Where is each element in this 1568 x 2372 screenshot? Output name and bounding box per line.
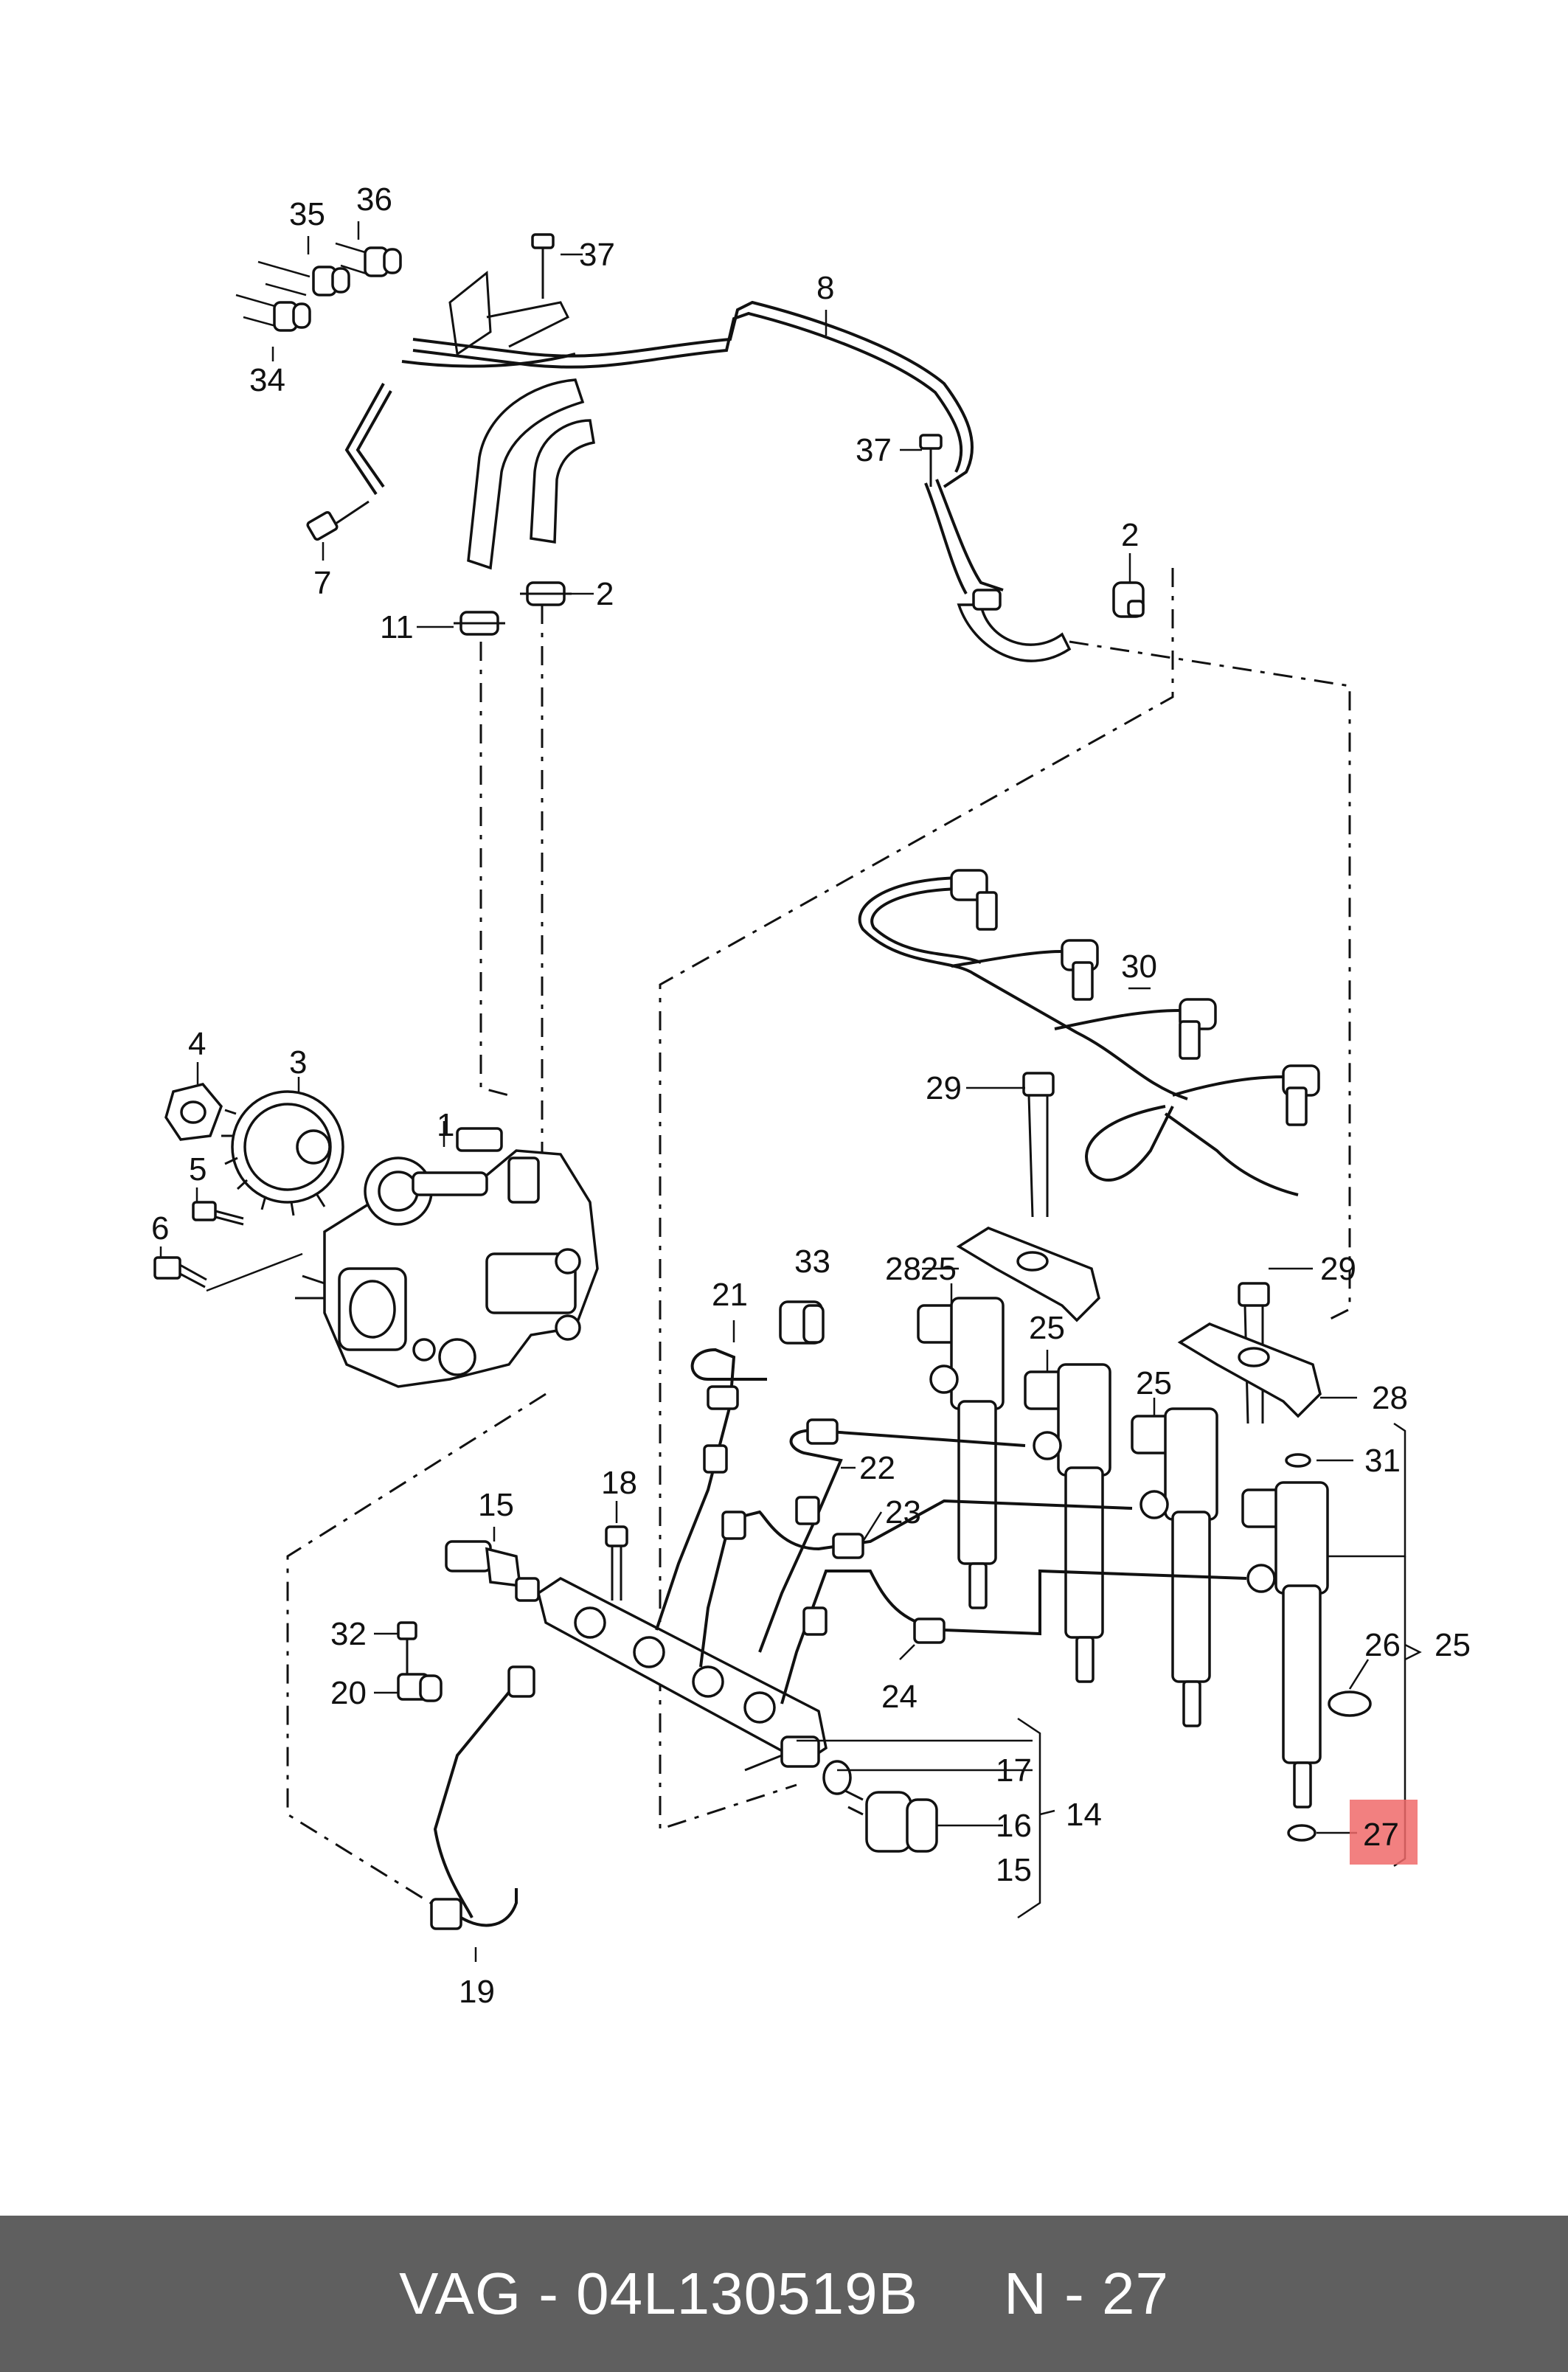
callout-17: 17 (996, 1752, 1032, 1789)
callout-16: 16 (996, 1808, 1032, 1844)
injector-1 (917, 1297, 1005, 1609)
pressure-valve-16 (840, 1787, 938, 1853)
injector-4 (1241, 1481, 1329, 1809)
leak-off-connector-4 (1282, 1064, 1320, 1126)
callout-25: 25 (1435, 1627, 1471, 1663)
fuel-rail-group (374, 1320, 1247, 1962)
hp-line-19 (433, 1673, 525, 1918)
clamp-11 (454, 611, 505, 636)
callout-34: 34 (249, 362, 285, 398)
callout-5: 5 (189, 1151, 207, 1187)
highlight-27 (1350, 1800, 1418, 1865)
callout-25: 25 (1136, 1365, 1172, 1401)
bolt-37-mid (919, 434, 943, 487)
callout-15: 15 (478, 1487, 514, 1523)
callout-24: 24 (881, 1679, 917, 1715)
callout-6: 6 (151, 1210, 169, 1246)
callout-22: 22 (859, 1450, 895, 1486)
exploded-parts-diagram: 1 2 2 3 4 5 6 7 8 11 14 15 15 16 17 18 1… (151, 181, 1471, 2010)
callout-37: 37 (856, 432, 892, 468)
return-line-assembly (235, 221, 1145, 662)
leak-off-connector-3 (1179, 998, 1217, 1060)
callout-1: 1 (437, 1107, 454, 1143)
leak-off-connector-1 (950, 869, 998, 931)
callout-31: 31 (1364, 1443, 1401, 1479)
callout-35: 35 (289, 196, 325, 232)
high-pressure-pump-group (153, 1062, 599, 1388)
gear-3 (221, 1090, 344, 1216)
return-line-8 (412, 300, 974, 488)
pressure-sensor-15 (445, 1540, 540, 1602)
part-number-label: VAG - 04L130519B N - 27 (399, 2261, 1169, 2326)
callout-19: 19 (459, 1974, 495, 2010)
callout-labels: 1 2 2 3 4 5 6 7 8 11 14 15 15 16 17 18 1… (151, 181, 1471, 2010)
callout-14: 14 (1066, 1797, 1102, 1833)
callout-7: 7 (313, 565, 331, 601)
injectors (917, 1283, 1422, 1868)
clamp-28-left (922, 1227, 1100, 1322)
callout-29: 29 (926, 1070, 962, 1106)
injector-3 (1131, 1407, 1218, 1727)
clamp-2-left (520, 581, 572, 606)
bolt-32 (397, 1621, 417, 1674)
clamping-pieces (922, 1072, 1357, 1424)
callout-33: 33 (794, 1244, 830, 1280)
callout-2: 2 (1121, 517, 1139, 553)
clamp-2-right (1112, 581, 1145, 618)
hose-right (957, 589, 1072, 662)
callout-29: 29 (1320, 1251, 1356, 1287)
bracket (448, 271, 492, 356)
callout-25: 25 (1029, 1310, 1065, 1346)
footer-bar: VAG - 04L130519B N - 27 (0, 2216, 1568, 2372)
callout-30: 30 (1121, 949, 1157, 985)
callout-36: 36 (356, 181, 392, 218)
callout-28: 28 (885, 1251, 921, 1287)
callout-11: 11 (380, 609, 414, 645)
bolt-6 (153, 1252, 303, 1292)
bolt-37-top (531, 233, 555, 299)
bolt-18 (605, 1501, 628, 1601)
leak-off-connector-2 (1061, 939, 1099, 1001)
callout-32: 32 (330, 1616, 367, 1652)
callout-28: 28 (1372, 1380, 1408, 1416)
callout-37: 37 (579, 237, 615, 273)
o-ring-26 (1328, 1659, 1372, 1717)
callout-26: 26 (1364, 1627, 1401, 1663)
seal-31 (1285, 1453, 1353, 1468)
callout-2: 2 (596, 576, 614, 612)
seal-27 (1287, 1824, 1357, 1842)
bracket-20 (397, 1673, 443, 1702)
connection-lines (286, 568, 1351, 1912)
leak-off-harness-30 (858, 869, 1320, 1196)
hose-end-35 (257, 260, 350, 296)
fuel-rail (537, 1576, 828, 1772)
bolt-29-left (966, 1072, 1055, 1218)
callout-15: 15 (996, 1852, 1032, 1888)
callout-27: 27 (1363, 1817, 1399, 1853)
clamp-28-right (1177, 1322, 1357, 1418)
callout-18: 18 (601, 1465, 637, 1501)
injector-2 (1024, 1363, 1111, 1683)
hp-line-23 (699, 1499, 1133, 1668)
hose-left-pair (467, 378, 596, 570)
callout-4: 4 (188, 1026, 206, 1062)
callout-3: 3 (289, 1044, 307, 1081)
seal-17 (822, 1760, 852, 1795)
bolt-5 (192, 1201, 244, 1226)
callout-25: 25 (920, 1251, 957, 1287)
callout-20: 20 (330, 1675, 367, 1711)
bolt-7 (306, 500, 370, 541)
hose-end-34 (235, 294, 311, 332)
callout-8: 8 (816, 270, 834, 306)
nut-33 (779, 1300, 825, 1345)
hose-end-36 (335, 242, 402, 277)
callout-21: 21 (712, 1277, 748, 1313)
pump-1 (295, 1127, 599, 1388)
callout-23: 23 (885, 1494, 921, 1530)
nut-4 (164, 1083, 223, 1141)
